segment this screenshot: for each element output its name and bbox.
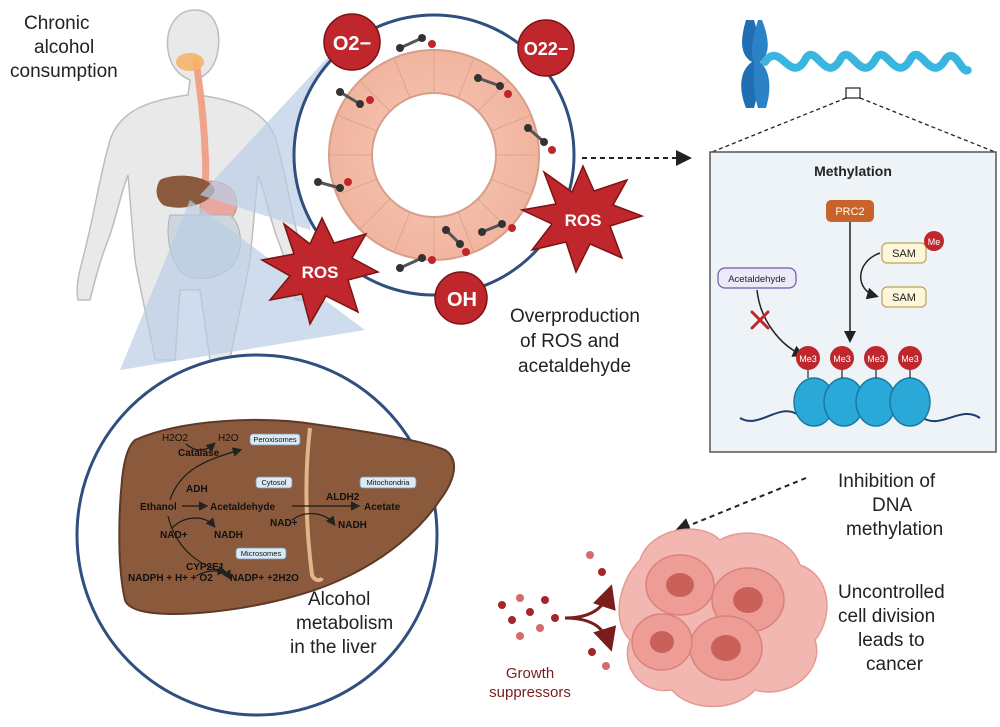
cancer-caption-line3: leads to [858,630,925,651]
prc2-label: PRC2 [835,206,864,218]
peroxide-badge: O22− [517,19,575,77]
ros-starburst-left: ROS [259,216,381,326]
suppressor-line1: Growth [506,665,554,682]
microsomes-label: Microsomes [241,549,282,558]
zoom-line-left [711,97,847,153]
dna-coil [761,50,972,75]
liver-caption-line3: in the liver [290,637,377,658]
sam-top-box [881,242,927,264]
me3-badge: Me3 [796,346,820,370]
liver-circle [75,353,455,717]
me3-label: Me3 [833,354,851,364]
adh-label: ADH [186,484,208,495]
ros-right-label: ROS [565,211,602,230]
microsomes-tag [235,547,287,560]
h2o2-label: H2O2 [162,433,189,444]
methylation-panel: Methylation PRC2 SAM Me SAM Acetaldehyde [709,151,997,453]
nadh-left-label: NADH [214,530,243,541]
me3-label: Me3 [901,354,919,364]
aldh2-label: ALDH2 [326,492,360,503]
peroxisomes-label: Peroxisomes [253,435,297,444]
acetaldehyde-method-label: Acetaldehyde [728,274,786,285]
arrow-dna-to-cancer [674,477,807,533]
nadph-label: NADPH + H+ + O2 [128,573,213,584]
histone-array [739,370,981,427]
tissue-caption-line1: Overproduction [510,306,640,327]
sam-bottom-label: SAM [892,292,916,304]
liver-shape [118,419,455,616]
hydroxyl-badge: OH [434,271,488,325]
dna-zoom-box [845,87,861,99]
me3-label: Me3 [799,354,817,364]
mitochondria-label: Mitochondria [367,478,411,487]
methylation-caption-line2: DNA [872,495,912,516]
cytosol-tag [255,476,293,489]
acetate-label: Acetate [364,502,401,513]
liver-metabolism-labels: H2O2 H2O Catalase Peroxisomes Cytosol Mi… [128,433,417,584]
peroxide-label: O22− [524,39,569,59]
suppressor-line2: suppressors [489,684,571,701]
cyp2e1-label: CYP2E1 [186,562,225,573]
body-caption-line3: consumption [10,61,118,82]
tissue-caption-line2: of ROS and [520,331,619,352]
acetaldehyde-blocked-arrow [756,289,805,357]
acetaldehyde-liver-label: Acetaldehyde [210,502,275,513]
hydroxyl-label: OH [447,289,477,311]
methyl-group-badge [924,231,944,251]
methylation-caption-line3: methylation [846,519,943,540]
peroxisomes-tag [249,433,301,446]
tissue-caption-line3: acetaldehyde [518,356,631,377]
acetaldehyde-box [717,267,797,289]
suppressor-deflect-arrow-down [564,616,617,652]
body-caption-line2: alcohol [34,37,94,58]
zoom-line-right [859,97,996,153]
h2o-label: H2O [218,433,239,444]
cancer-cell-cluster [618,528,828,708]
me3-badge: Me3 [830,346,854,370]
sam-top-label: SAM [892,248,916,260]
mitochondria-tag [359,476,417,489]
methylation-caption-line1: Inhibition of [838,471,936,492]
liver-caption-line2: metabolism [296,613,393,634]
superoxide-badge: O2− [323,13,381,71]
block-x-icon [750,310,770,330]
sam-bottom-box [881,286,927,308]
nad-plus-right-label: NAD+ [270,518,298,529]
liver-caption-line1: Alcohol [308,589,370,610]
ros-starburst-right: ROS [519,164,645,274]
cytosol-label: Cytosol [261,478,286,487]
liver-reaction-arrows [167,442,361,581]
cancer-caption-line4: cancer [866,654,924,675]
ethanol-label: Ethanol [140,502,177,513]
superoxide-label: O2− [333,33,371,55]
methylation-title: Methylation [814,163,892,179]
body-caption-line1: Chronic [24,13,89,34]
chromosome-illustration [741,20,770,108]
me-label: Me [928,237,941,247]
prc2-box [826,200,874,222]
liver-ligament [304,427,324,583]
cancer-caption-line2: cell division [838,606,935,627]
me3-badge: Me3 [898,346,922,370]
me3-label: Me3 [867,354,885,364]
sam-conversion-arrow [860,252,881,300]
ros-left-label: ROS [302,263,339,282]
growth-suppressor-dots [498,551,610,670]
suppressor-deflect-arrow-up [564,584,616,620]
cancer-caption-line1: Uncontrolled [838,582,945,603]
nadh-right-label: NADH [338,520,367,531]
nad-plus-left-label: NAD+ [160,530,188,541]
nadp-label: NADP+ +2H2O [230,573,299,584]
catalase-label: Catalase [178,448,220,459]
tissue-circle [292,13,576,297]
projection-cone-lower [120,200,365,370]
acetaldehyde-molecules [314,34,556,272]
me3-badge: Me3 [864,346,888,370]
